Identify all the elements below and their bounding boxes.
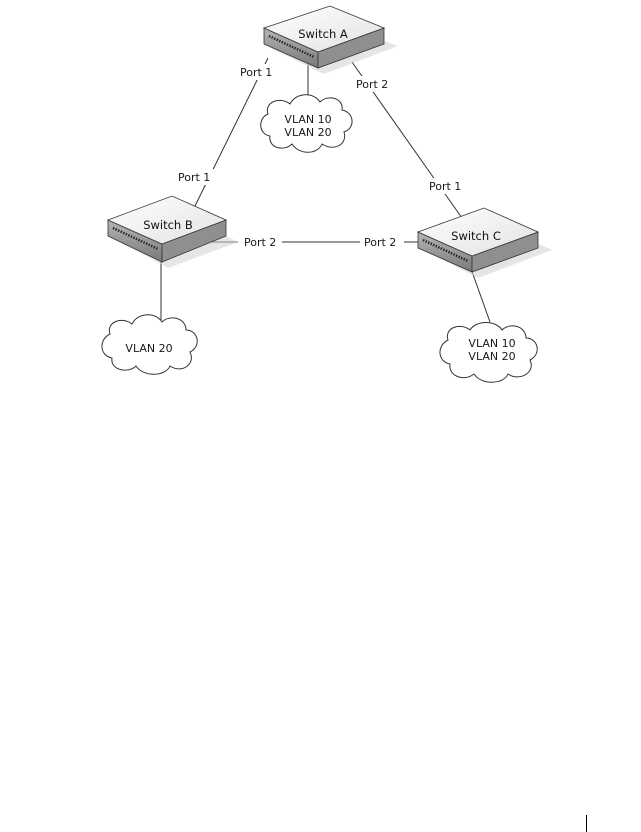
cloud-vlan-c: VLAN 10 VLAN 20 <box>439 322 538 383</box>
cloud-vlan-b: VLAN 20 <box>101 314 198 375</box>
switch-c: Switch C <box>416 207 552 278</box>
switch-b: Switch B <box>106 195 238 268</box>
switch-b-label: Switch B <box>143 218 193 232</box>
switch-a-label: Switch A <box>298 27 348 41</box>
cloud-a-line-2: VLAN 20 <box>284 126 331 139</box>
switch-c-label: Switch C <box>451 229 501 243</box>
switch-b-port-1-label: Port 1 <box>178 171 210 184</box>
cloud-a-line-1: VLAN 10 <box>284 113 331 126</box>
switch-a-port-1-label: Port 1 <box>240 66 272 79</box>
switch-c-port-2-label: Port 2 <box>364 236 396 249</box>
switch-b-port-2-label: Port 2 <box>244 236 276 249</box>
cloud-c-line-2: VLAN 20 <box>468 350 515 363</box>
switch-a-port-2-label: Port 2 <box>356 78 388 91</box>
link-a-b <box>193 57 269 209</box>
switch-a: Switch A <box>262 5 398 74</box>
page-margin-rule <box>586 815 587 832</box>
switch-c-port-1-label: Port 1 <box>429 180 461 193</box>
cloud-b-line-1: VLAN 20 <box>125 342 172 355</box>
cloud-vlan-a: VLAN 10 VLAN 20 <box>260 94 353 153</box>
cloud-c-line-1: VLAN 10 <box>468 337 515 350</box>
